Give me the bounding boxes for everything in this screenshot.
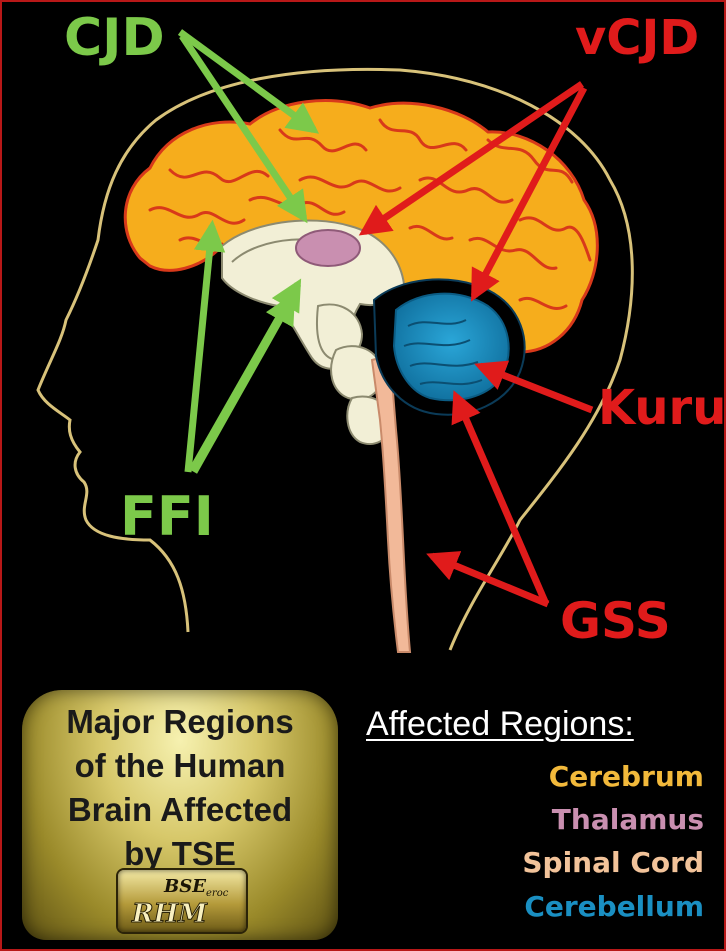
legend-item-cerebellum: Cerebellum xyxy=(524,890,704,923)
label-ffi: FFI xyxy=(120,490,214,544)
rhm-logo: BSE eroc RHM xyxy=(118,870,246,932)
legend-item-thalamus: Thalamus xyxy=(552,803,704,836)
cerebellum xyxy=(374,279,525,414)
logo-rhm: RHM xyxy=(131,899,208,929)
thalamus xyxy=(296,230,360,266)
label-kuru: Kuru xyxy=(598,384,726,432)
logo-eroc: eroc xyxy=(206,888,229,899)
label-vcjd: vCJD xyxy=(575,14,699,62)
logo-bse: BSE xyxy=(163,876,206,897)
label-cjd: CJD xyxy=(64,12,165,64)
title-plaque: Major Regions of the Human Brain Affecte… xyxy=(22,690,338,940)
title-line: Major Regions xyxy=(22,700,338,744)
rhm-logo-art: BSE eroc RHM xyxy=(118,870,246,932)
title-line: of the Human xyxy=(22,744,338,788)
title-line: Brain Affected xyxy=(22,788,338,832)
legend-item-spinal-cord: Spinal Cord xyxy=(522,846,704,879)
spinal-cord xyxy=(372,359,410,652)
legend-item-cerebrum: Cerebrum xyxy=(549,760,704,793)
legend-heading: Affected Regions: xyxy=(366,705,634,744)
title-text: Major Regions of the Human Brain Affecte… xyxy=(22,700,338,876)
arrow-ffi-thalamus-2 xyxy=(194,298,292,472)
arrow-cjd-cerebrum xyxy=(180,32,314,130)
label-gss: GSS xyxy=(560,596,671,646)
